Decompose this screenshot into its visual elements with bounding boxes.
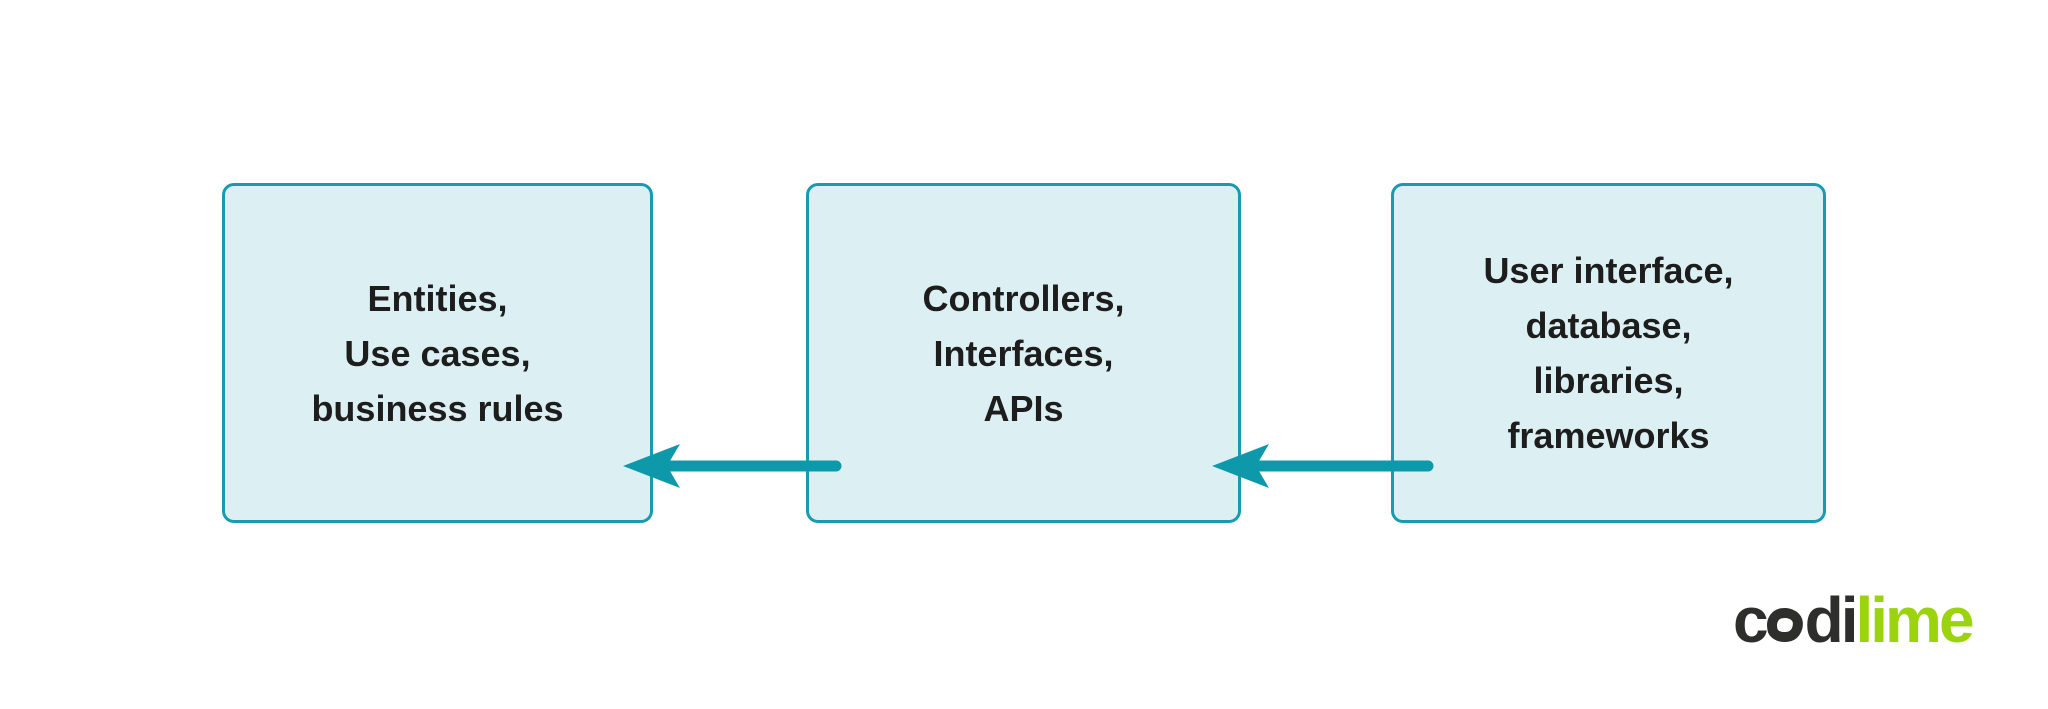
box-text-line: business rules [311,387,564,429]
box-text-line: APIs [983,387,1064,429]
logo-o-glyph [1764,606,1805,644]
logo-text-lime: lime [1855,584,1974,656]
logo-text-dark: c [1733,584,1769,656]
left-arrow-icon [623,444,842,488]
box-text-line: database, [1525,305,1692,346]
box-text-line: frameworks [1507,415,1710,456]
box-text-line: libraries, [1533,360,1684,401]
arrowhead-icon [1212,444,1269,488]
left-arrow-icon [1212,444,1434,488]
box-controllers-interfaces-apis: Controllers, Interfaces, APIs [806,183,1241,523]
box-text-line: Controllers, [922,277,1125,319]
arrowhead-icon [623,444,680,488]
box-user-interface-database-libraries-frameworks: User interface, database, libraries, fra… [1391,183,1826,523]
box-text-line: User interface, [1483,250,1734,291]
box-text-line: Use cases, [344,332,531,374]
logo-text-dark: di [1804,584,1859,656]
box-entities-use-cases-business-rules: Entities, Use cases, business rules [222,183,653,523]
box-text-line: Entities, [367,277,508,319]
box-text-line: Interfaces, [933,332,1114,374]
